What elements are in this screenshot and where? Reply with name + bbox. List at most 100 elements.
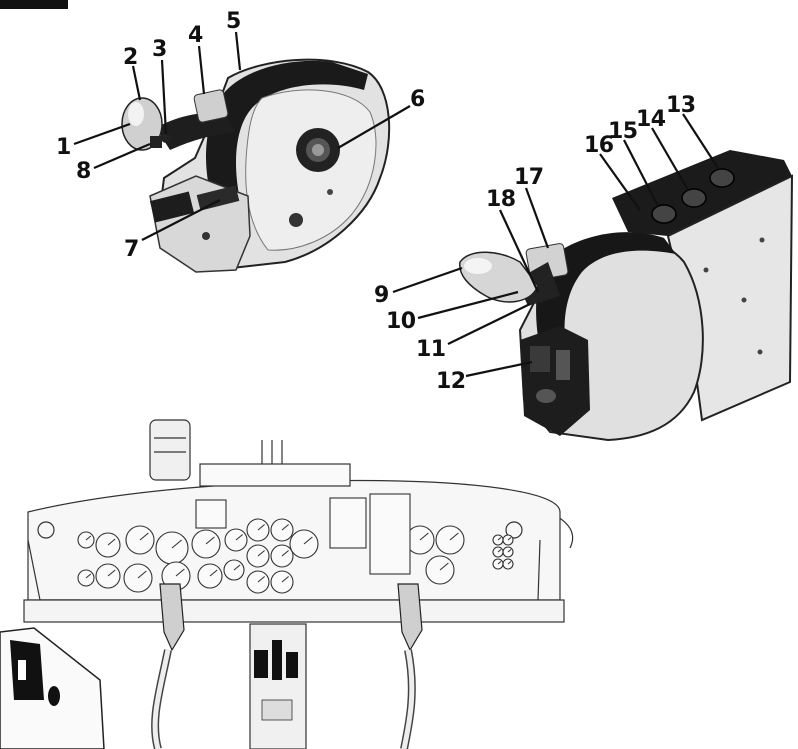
corner-tab xyxy=(0,0,68,9)
callout-labels: 1 2 3 4 5 6 7 8 9 10 11 12 13 14 15 16 1… xyxy=(56,9,696,394)
left-grip-switch xyxy=(150,136,162,148)
gauge-needle xyxy=(449,532,459,541)
left-base-screw xyxy=(289,213,303,227)
switch-panel xyxy=(329,497,367,549)
callout-3: 3 xyxy=(152,37,167,62)
leader-18 xyxy=(499,209,539,293)
leader-10 xyxy=(417,290,519,320)
leader-13 xyxy=(682,113,719,169)
left-lever-arm xyxy=(156,112,236,150)
gauge-needle xyxy=(257,576,265,583)
callout-16: 16 xyxy=(584,133,614,158)
leader-16 xyxy=(599,153,641,211)
leader-7 xyxy=(141,199,221,241)
annunciator-strip xyxy=(199,463,351,487)
left-control-yoke xyxy=(159,583,185,652)
left-grip-highlight xyxy=(128,102,144,126)
inset-knob xyxy=(48,686,60,706)
callout-1: 1 xyxy=(56,135,71,160)
right-throttle-unit xyxy=(459,150,794,442)
gauge-needle xyxy=(497,561,502,565)
gauge-needle xyxy=(303,536,313,545)
gauge-needle xyxy=(497,549,502,553)
gauge-needle xyxy=(281,550,289,557)
left-sector-band xyxy=(206,60,368,214)
pedestal-throttle-lever xyxy=(286,652,298,678)
callout-18: 18 xyxy=(486,187,516,212)
callout-9: 9 xyxy=(374,283,389,308)
right-switch-label xyxy=(556,350,570,380)
right-plate-screw xyxy=(757,349,763,355)
left-switch-label xyxy=(196,185,240,211)
gauge-needle xyxy=(497,537,502,541)
inset-lever xyxy=(10,640,44,700)
leader-12 xyxy=(465,360,533,378)
left-plate-screw xyxy=(327,189,333,195)
leader-11 xyxy=(447,303,531,345)
pedestal-panel xyxy=(261,699,293,721)
right-grip-highlight xyxy=(464,258,492,274)
right-plate-screw xyxy=(759,237,765,243)
gauge-needle xyxy=(107,538,116,546)
pedestal-throttle-lever xyxy=(272,640,282,680)
gauge-needle xyxy=(139,532,149,541)
gauge-needle xyxy=(209,569,218,577)
gauge-needle xyxy=(439,562,449,571)
gauge-needle xyxy=(85,535,92,541)
gauge-needle xyxy=(107,569,116,577)
gauge-needle xyxy=(205,536,215,545)
panel-right-wing xyxy=(537,539,541,601)
right-knob-14 xyxy=(681,188,707,208)
callout-15: 15 xyxy=(608,119,638,144)
inset-throttle-detail xyxy=(0,627,105,749)
right-knob-15 xyxy=(651,204,677,224)
gauge-needle xyxy=(507,549,512,553)
left-grip-button xyxy=(161,133,171,143)
control-columns xyxy=(151,583,423,749)
switch-panel xyxy=(195,499,227,529)
callout-7: 7 xyxy=(124,237,139,262)
right-knob-13 xyxy=(709,168,735,188)
callout-8: 8 xyxy=(76,159,91,184)
right-plate-screw xyxy=(741,297,747,303)
callout-5: 5 xyxy=(226,9,241,34)
callout-10: 10 xyxy=(386,309,416,334)
gauge-needle xyxy=(175,568,185,577)
panel-bolt xyxy=(505,521,523,539)
cockpit-panel-sketch xyxy=(23,419,574,623)
right-column-hose xyxy=(401,649,415,749)
leader-14 xyxy=(651,127,689,191)
left-base-screw xyxy=(202,232,210,240)
left-switch-panel xyxy=(149,191,195,223)
callout-12: 12 xyxy=(436,369,466,394)
callout-13: 13 xyxy=(666,93,696,118)
right-plate-screw xyxy=(703,267,709,273)
instrument-gauges xyxy=(77,493,514,594)
gauge-needle xyxy=(281,576,289,583)
leader-1 xyxy=(73,122,131,146)
inset-lever-notch xyxy=(18,660,26,680)
left-throttle-unit xyxy=(121,58,391,273)
right-switch-12 xyxy=(530,346,550,372)
left-lever-collar xyxy=(193,89,229,123)
gauge-needle xyxy=(137,570,147,579)
callout-4: 4 xyxy=(188,23,203,48)
switch-panel xyxy=(369,493,411,575)
gauge-needle xyxy=(419,532,429,541)
leader-5 xyxy=(234,31,242,71)
right-sector-band xyxy=(536,232,676,350)
gauge-needle xyxy=(507,561,512,565)
right-control-yoke xyxy=(397,583,423,652)
gauge-needle xyxy=(507,537,512,541)
callout-17: 17 xyxy=(514,165,544,190)
lower-subpanel xyxy=(23,599,565,623)
callout-leaders xyxy=(73,31,719,378)
standby-compass xyxy=(149,419,191,481)
callout-6: 6 xyxy=(410,87,425,112)
callout-11: 11 xyxy=(416,337,446,362)
pedestal-throttle-lever xyxy=(254,650,268,678)
leader-15 xyxy=(623,139,659,207)
leader-8 xyxy=(93,142,151,170)
gauge-needle xyxy=(85,573,92,579)
